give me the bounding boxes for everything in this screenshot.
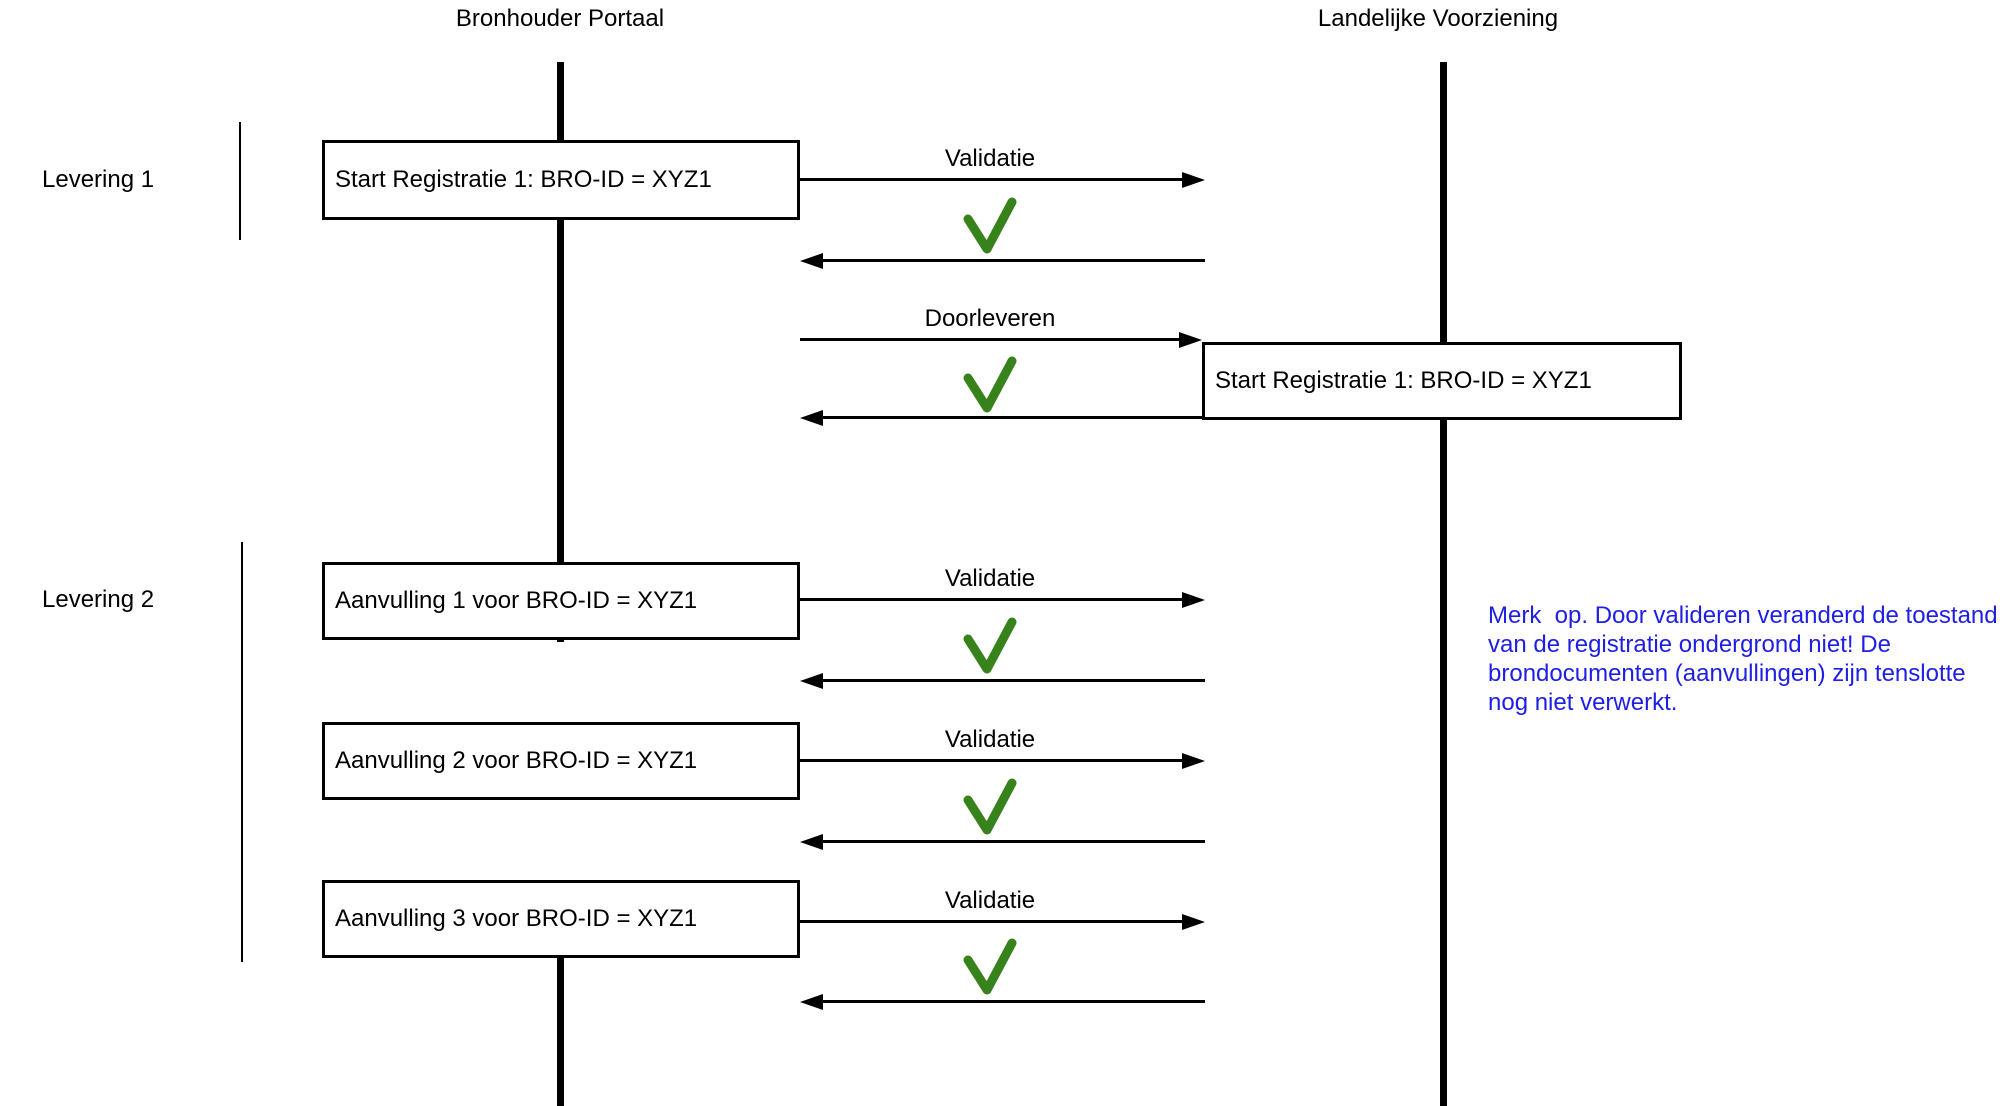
arrow-validatie-1-response (823, 259, 1205, 262)
box-start-registratie-landelijke-voorziening-text: Start Registratie 1: BRO-ID = XYZ1 (1215, 367, 1592, 394)
bracket-levering-1 (239, 122, 241, 240)
arrowhead-right-icon (1182, 172, 1205, 188)
box-start-registratie-bronhouder-text: Start Registratie 1: BRO-ID = XYZ1 (335, 166, 712, 193)
message-label-validatie-2: Validatie (944, 565, 1036, 592)
box-aanvulling-3-text: Aanvulling 3 voor BRO-ID = XYZ1 (335, 905, 698, 932)
message-label-validatie-4: Validatie (944, 887, 1036, 914)
bracket-levering-2 (241, 542, 243, 962)
arrow-doorleveren-response (823, 416, 1202, 419)
arrow-validatie-2-request (800, 598, 1182, 601)
message-label-doorleveren: Doorleveren (924, 305, 1056, 332)
arrowhead-right-icon (1182, 753, 1205, 769)
checkmark-icon (963, 778, 1017, 835)
message-label-validatie-1: Validatie (944, 145, 1036, 172)
box-aanvulling-1: Aanvulling 1 voor BRO-ID = XYZ1 (322, 562, 800, 640)
note-line: brondocumenten (aanvullingen) zijn tensl… (1488, 660, 1966, 687)
arrowhead-left-icon (800, 673, 823, 689)
note-line: Merk op. Door valideren veranderd de toe… (1488, 602, 1998, 629)
arrow-validatie-4-response (823, 1000, 1205, 1003)
arrowhead-left-icon (800, 410, 823, 426)
arrow-validatie-2-response (823, 679, 1205, 682)
lifeline-bronhouder-lower (557, 958, 564, 1106)
note-line: van de registratie ondergrond niet! De (1488, 631, 1891, 658)
checkmark-icon (963, 617, 1017, 674)
box-aanvulling-2-text: Aanvulling 2 voor BRO-ID = XYZ1 (335, 747, 698, 774)
box-start-registratie-bronhouder: Start Registratie 1: BRO-ID = XYZ1 (322, 140, 800, 220)
lifeline-bronhouder-upper (557, 62, 564, 642)
phase-label-levering-2: Levering 2 (42, 586, 155, 613)
arrowhead-right-icon (1182, 914, 1205, 930)
arrowhead-right-icon (1182, 592, 1205, 608)
note-validation-remark: Merk op. Door valideren veranderd de toe… (1488, 601, 1998, 717)
arrowhead-right-icon (1179, 332, 1202, 348)
checkmark-icon (963, 356, 1017, 413)
arrowhead-left-icon (800, 994, 823, 1010)
message-label-validatie-3: Validatie (944, 726, 1036, 753)
arrow-validatie-1-request (800, 178, 1182, 181)
box-start-registratie-landelijke-voorziening: Start Registratie 1: BRO-ID = XYZ1 (1202, 342, 1682, 420)
arrow-validatie-4-request (800, 920, 1182, 923)
note-line: nog niet verwerkt. (1488, 689, 1678, 716)
checkmark-icon (963, 197, 1017, 254)
box-aanvulling-1-text: Aanvulling 1 voor BRO-ID = XYZ1 (335, 587, 698, 614)
phase-label-levering-1: Levering 1 (42, 166, 155, 193)
actor-title-landelijke-voorziening: Landelijke Voorziening (1317, 5, 1559, 32)
arrow-doorleveren-request (800, 338, 1179, 341)
actor-title-bronhouder-portaal: Bronhouder Portaal (455, 5, 665, 32)
arrowhead-left-icon (800, 834, 823, 850)
box-aanvulling-3: Aanvulling 3 voor BRO-ID = XYZ1 (322, 880, 800, 958)
arrow-validatie-3-request (800, 759, 1182, 762)
checkmark-icon (963, 938, 1017, 995)
box-aanvulling-2: Aanvulling 2 voor BRO-ID = XYZ1 (322, 722, 800, 800)
lifeline-landelijke-voorziening (1440, 62, 1447, 1106)
arrow-validatie-3-response (823, 840, 1205, 843)
arrowhead-left-icon (800, 253, 823, 269)
